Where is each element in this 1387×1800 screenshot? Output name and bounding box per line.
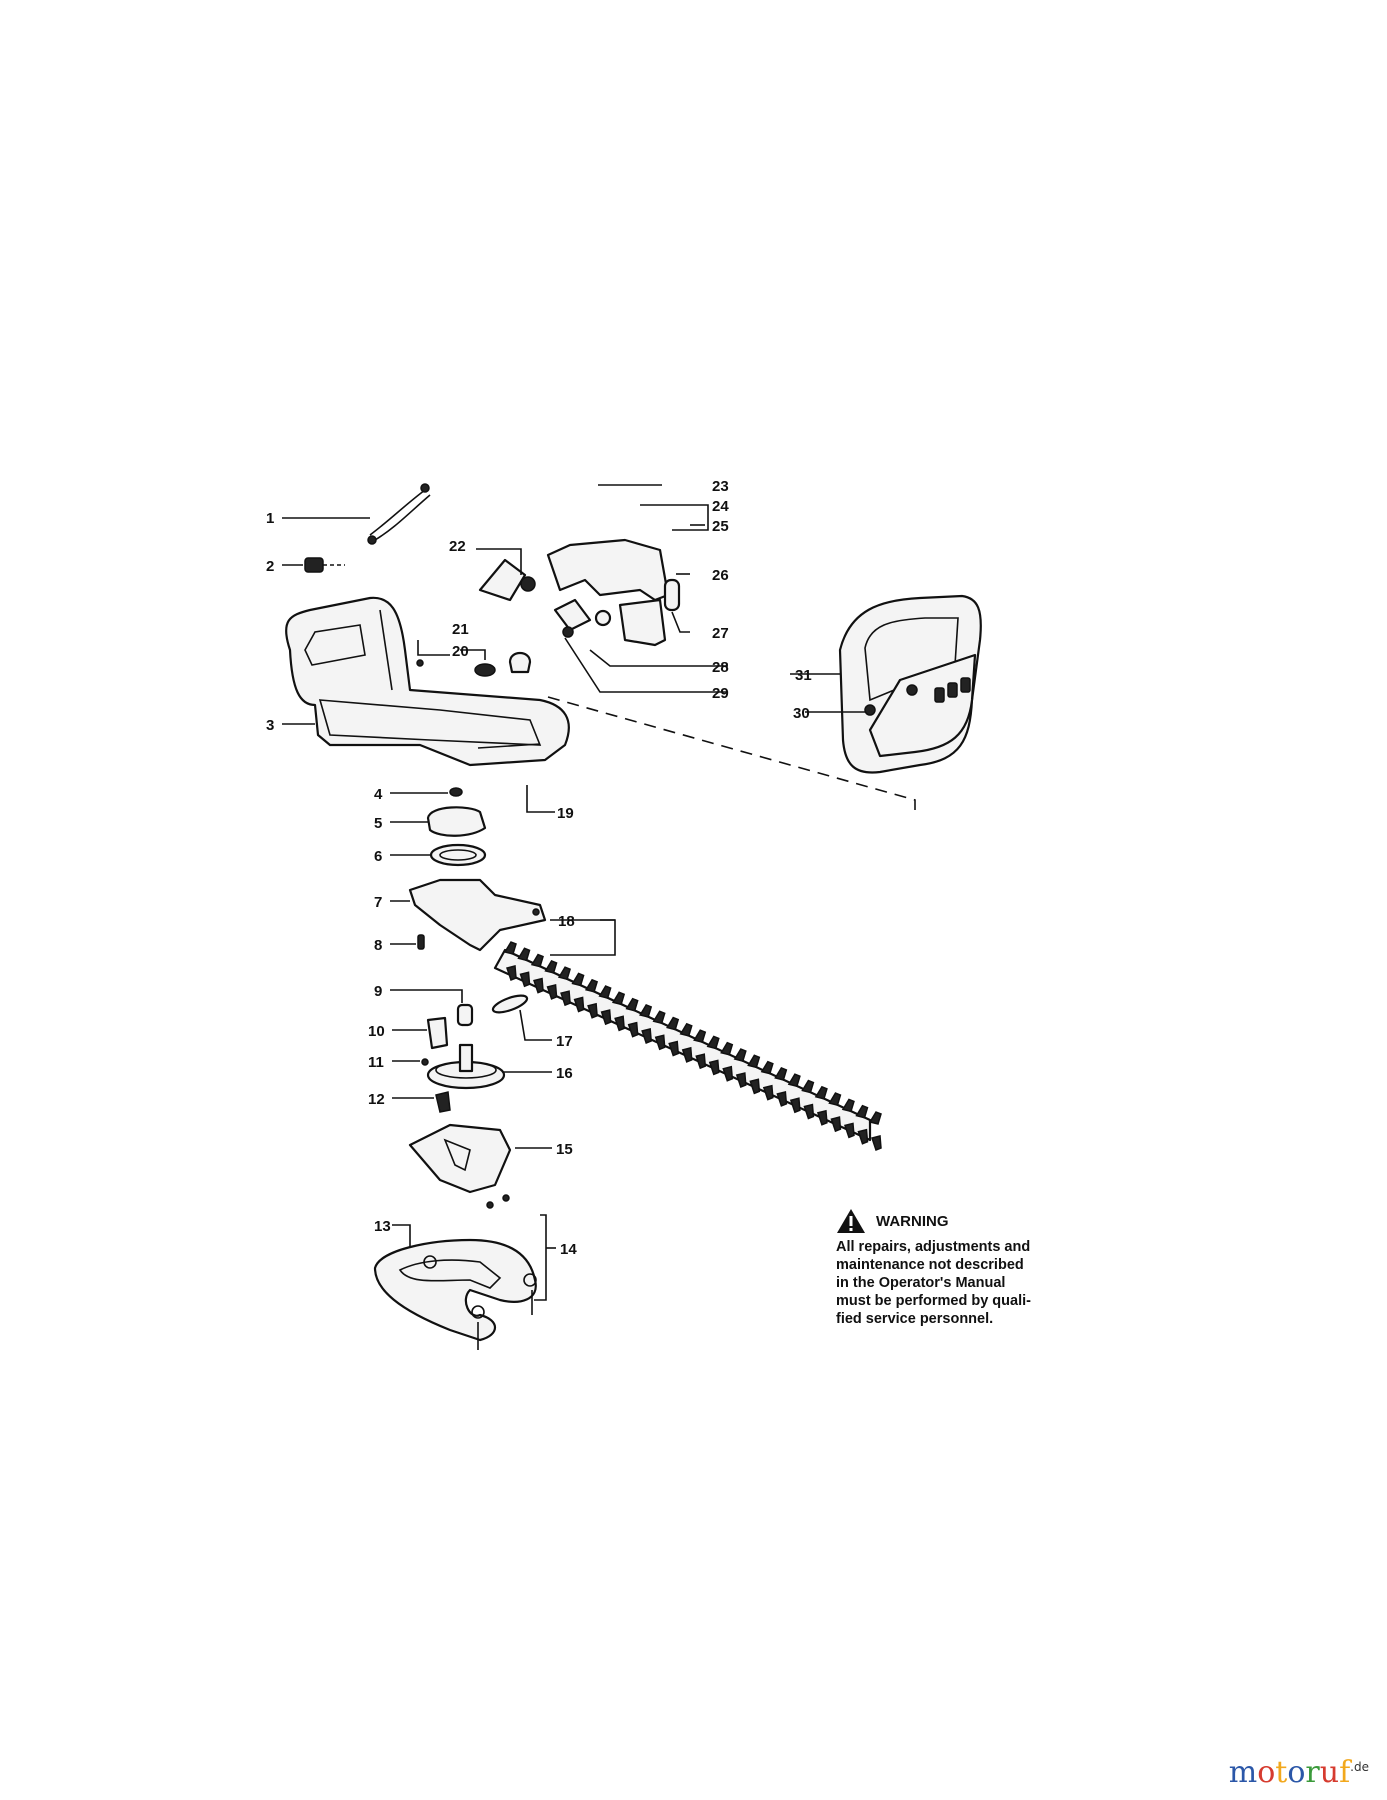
callout-15: 15 [556,1141,573,1158]
callout-3: 3 [266,717,274,734]
callout-30: 30 [793,705,810,722]
callout-26: 26 [712,567,729,584]
blade-tooth [517,947,531,988]
callout-21: 21 [452,621,469,638]
callout-28: 28 [712,659,729,676]
callout-4: 4 [374,786,383,803]
warning-header: WARNING [836,1208,1076,1234]
callout-5: 5 [374,815,382,832]
leader-lines [282,484,865,1301]
logo-letter: f [1339,1755,1351,1790]
part-switch [304,557,345,573]
blade-tooth [828,1092,842,1133]
blade-tooth [652,1010,666,1051]
dashed-connector [547,696,916,810]
warning-notice: WARNING All repairs, adjustments and mai… [836,1208,1076,1328]
blade-tooth [774,1066,788,1107]
blade-tooth [544,959,558,1000]
callout-31: 31 [795,667,812,684]
callout-8: 8 [374,937,382,954]
warning-text: All repairs, adjustments and maintenance… [836,1239,1031,1327]
part-front-handle [838,594,982,774]
part-cable [367,483,431,545]
callout-1: 1 [266,510,274,527]
blade-tooth [693,1029,707,1070]
callout-14: 14 [560,1241,577,1258]
blade-tooth [747,1054,761,1095]
logo-letter: t [1275,1755,1288,1790]
callout-27: 27 [712,625,729,642]
blade-tooth [584,978,599,1019]
logo-letter: o [1287,1755,1306,1790]
blade-tooth [706,1035,720,1076]
blade-tooth [611,991,626,1032]
blade-tooth [868,1111,882,1151]
part-gear-group [421,994,529,1113]
callout-23: 23 [712,478,729,495]
logo-letter: r [1305,1755,1320,1790]
logo-suffix: .de [1350,1760,1369,1774]
callout-20: 20 [452,643,469,660]
blade-tooth [571,972,585,1013]
part-bottom-guard [373,1238,537,1350]
callout-6: 6 [374,848,382,865]
part-gearbox [408,787,547,952]
blade-tooth [503,941,517,981]
blade-tooth [598,985,612,1026]
blade-tooth [760,1060,774,1101]
part-knob [416,651,532,677]
callout-labels: 1 2 3 4 5 6 7 8 9 10 11 12 13 14 15 16 1… [266,478,812,1258]
callout-13: 13 [374,1218,391,1235]
blade-tooth [557,966,571,1007]
callout-11: 11 [368,1054,384,1071]
callout-7: 7 [374,894,382,911]
callout-17: 17 [556,1033,573,1050]
blade-tooth [625,997,639,1038]
motoruf-logo: motoruf.de [1229,1755,1369,1790]
callout-18: 18 [558,913,575,930]
blade-tooth [720,1041,734,1082]
warning-triangle-icon [837,1209,865,1233]
blade-tooth [801,1079,815,1120]
vent-slots [934,677,971,703]
blade-tooth [639,1004,653,1044]
part-cover-plate [408,1123,512,1209]
callout-12: 12 [368,1091,385,1108]
callout-10: 10 [368,1023,385,1040]
blade-tooth [841,1098,855,1139]
callout-2: 2 [266,558,274,575]
part-blade [493,941,882,1151]
blade-tooth [855,1104,869,1145]
blade-tooth [733,1048,747,1089]
callout-25: 25 [712,518,729,535]
callout-9: 9 [374,983,382,1000]
logo-letter: u [1319,1755,1340,1790]
callout-19: 19 [557,805,574,822]
blade-tooth [679,1022,693,1063]
blade-tooth [814,1085,828,1126]
callout-16: 16 [556,1065,573,1082]
part-switch-assembly [478,538,681,647]
logo-letter: o [1257,1755,1276,1790]
blade-tooth [666,1016,680,1057]
part-rear-handle-housing [284,596,570,767]
logo-letter: m [1228,1755,1258,1790]
callout-22: 22 [449,538,466,555]
warning-heading: WARNING [876,1212,949,1230]
blade-tooth [787,1073,801,1114]
blade-tooth [530,953,544,994]
callout-29: 29 [712,685,729,702]
callout-24: 24 [712,498,729,515]
